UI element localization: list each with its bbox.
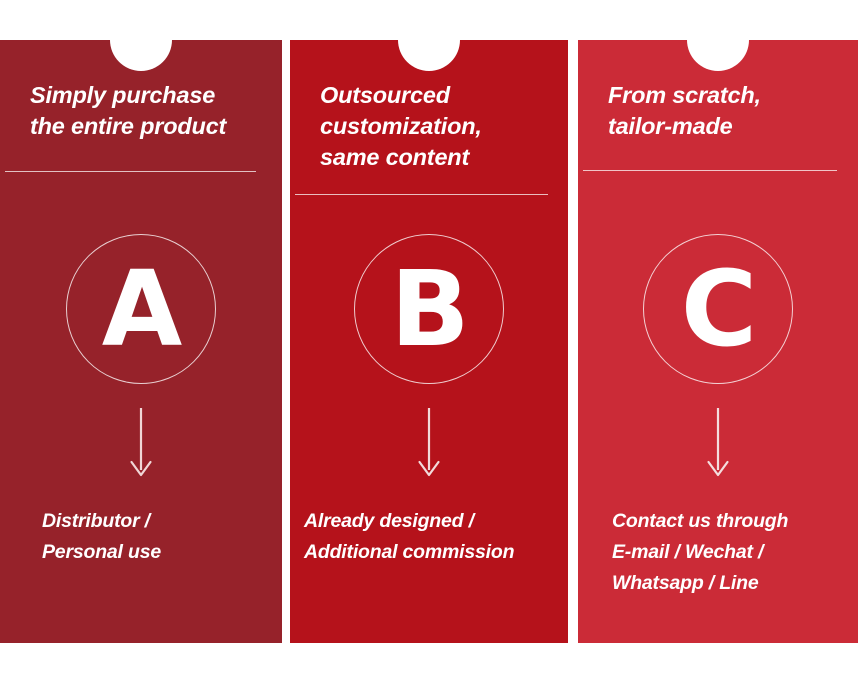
option-c-divider <box>583 170 837 171</box>
down-arrow-icon <box>414 408 444 480</box>
option-a-badge: A <box>66 234 216 384</box>
down-arrow-icon <box>126 408 156 480</box>
option-b-description: Already designed / Additional commission <box>304 510 515 563</box>
option-c-description: Contact us through E-mail / Wechat / Wha… <box>612 510 789 594</box>
option-c-letter: C <box>680 248 757 370</box>
option-a-divider <box>5 171 256 172</box>
option-a-letter: A <box>101 248 182 370</box>
option-a-heading: Simply purchase the entire product <box>30 82 227 139</box>
down-arrow-icon <box>703 408 733 480</box>
option-a-description: Distributor / Personal use <box>42 510 161 563</box>
option-b-letter: B <box>390 248 469 370</box>
option-b-divider <box>295 194 548 195</box>
option-card-a-body: Simply purchase the entire product A Dis… <box>0 40 282 643</box>
option-c-badge: C <box>643 234 793 384</box>
option-c-heading: From scratch, tailor-made <box>608 82 761 139</box>
option-b-heading: Outsourced customization, same content <box>320 82 482 170</box>
option-card-c[interactable]: From scratch, tailor-made C Contact us t… <box>578 40 858 643</box>
option-b-badge: B <box>354 234 504 384</box>
option-card-c-body: From scratch, tailor-made C Contact us t… <box>578 40 858 643</box>
option-card-b[interactable]: Outsourced customization, same content B… <box>290 40 568 643</box>
option-card-b-body: Outsourced customization, same content B… <box>290 40 568 643</box>
option-card-a[interactable]: Simply purchase the entire product A Dis… <box>0 40 282 643</box>
